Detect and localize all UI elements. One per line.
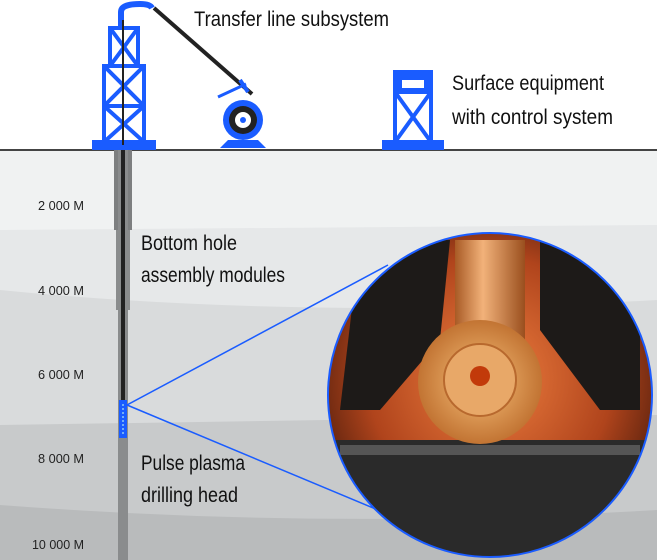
bha-label-2: assembly modules [141, 264, 285, 287]
surface-equipment-label-1: Surface equipment [452, 72, 604, 95]
drilling-head-label-2: drilling head [141, 484, 238, 507]
surface-equipment-label-2: with control system [451, 106, 613, 129]
transfer-line [152, 6, 254, 96]
depth-label: 6 000 M [38, 367, 84, 382]
control-cabin-icon [382, 70, 444, 150]
closeup-frame [327, 232, 653, 558]
depth-scale: 2 000 M 4 000 M 6 000 M 8 000 M 10 000 M [32, 198, 84, 552]
drilling-head-label-1: Pulse plasma [141, 452, 245, 475]
bha-label-1: Bottom hole [141, 232, 237, 255]
transfer-line-label: Transfer line subsystem [194, 8, 389, 31]
depth-label: 10 000 M [32, 537, 84, 552]
zoom-line-top [126, 264, 389, 406]
drilling-rig-icon [92, 0, 156, 150]
depth-label: 4 000 M [38, 283, 84, 298]
depth-label: 2 000 M [38, 198, 84, 213]
cable-reel-icon [217, 78, 266, 148]
zoom-line-bottom [126, 404, 379, 511]
depth-label: 8 000 M [38, 451, 84, 466]
well-bore [114, 150, 132, 560]
drilling-head-closeup [328, 233, 652, 557]
drilling-head-module [119, 400, 127, 438]
